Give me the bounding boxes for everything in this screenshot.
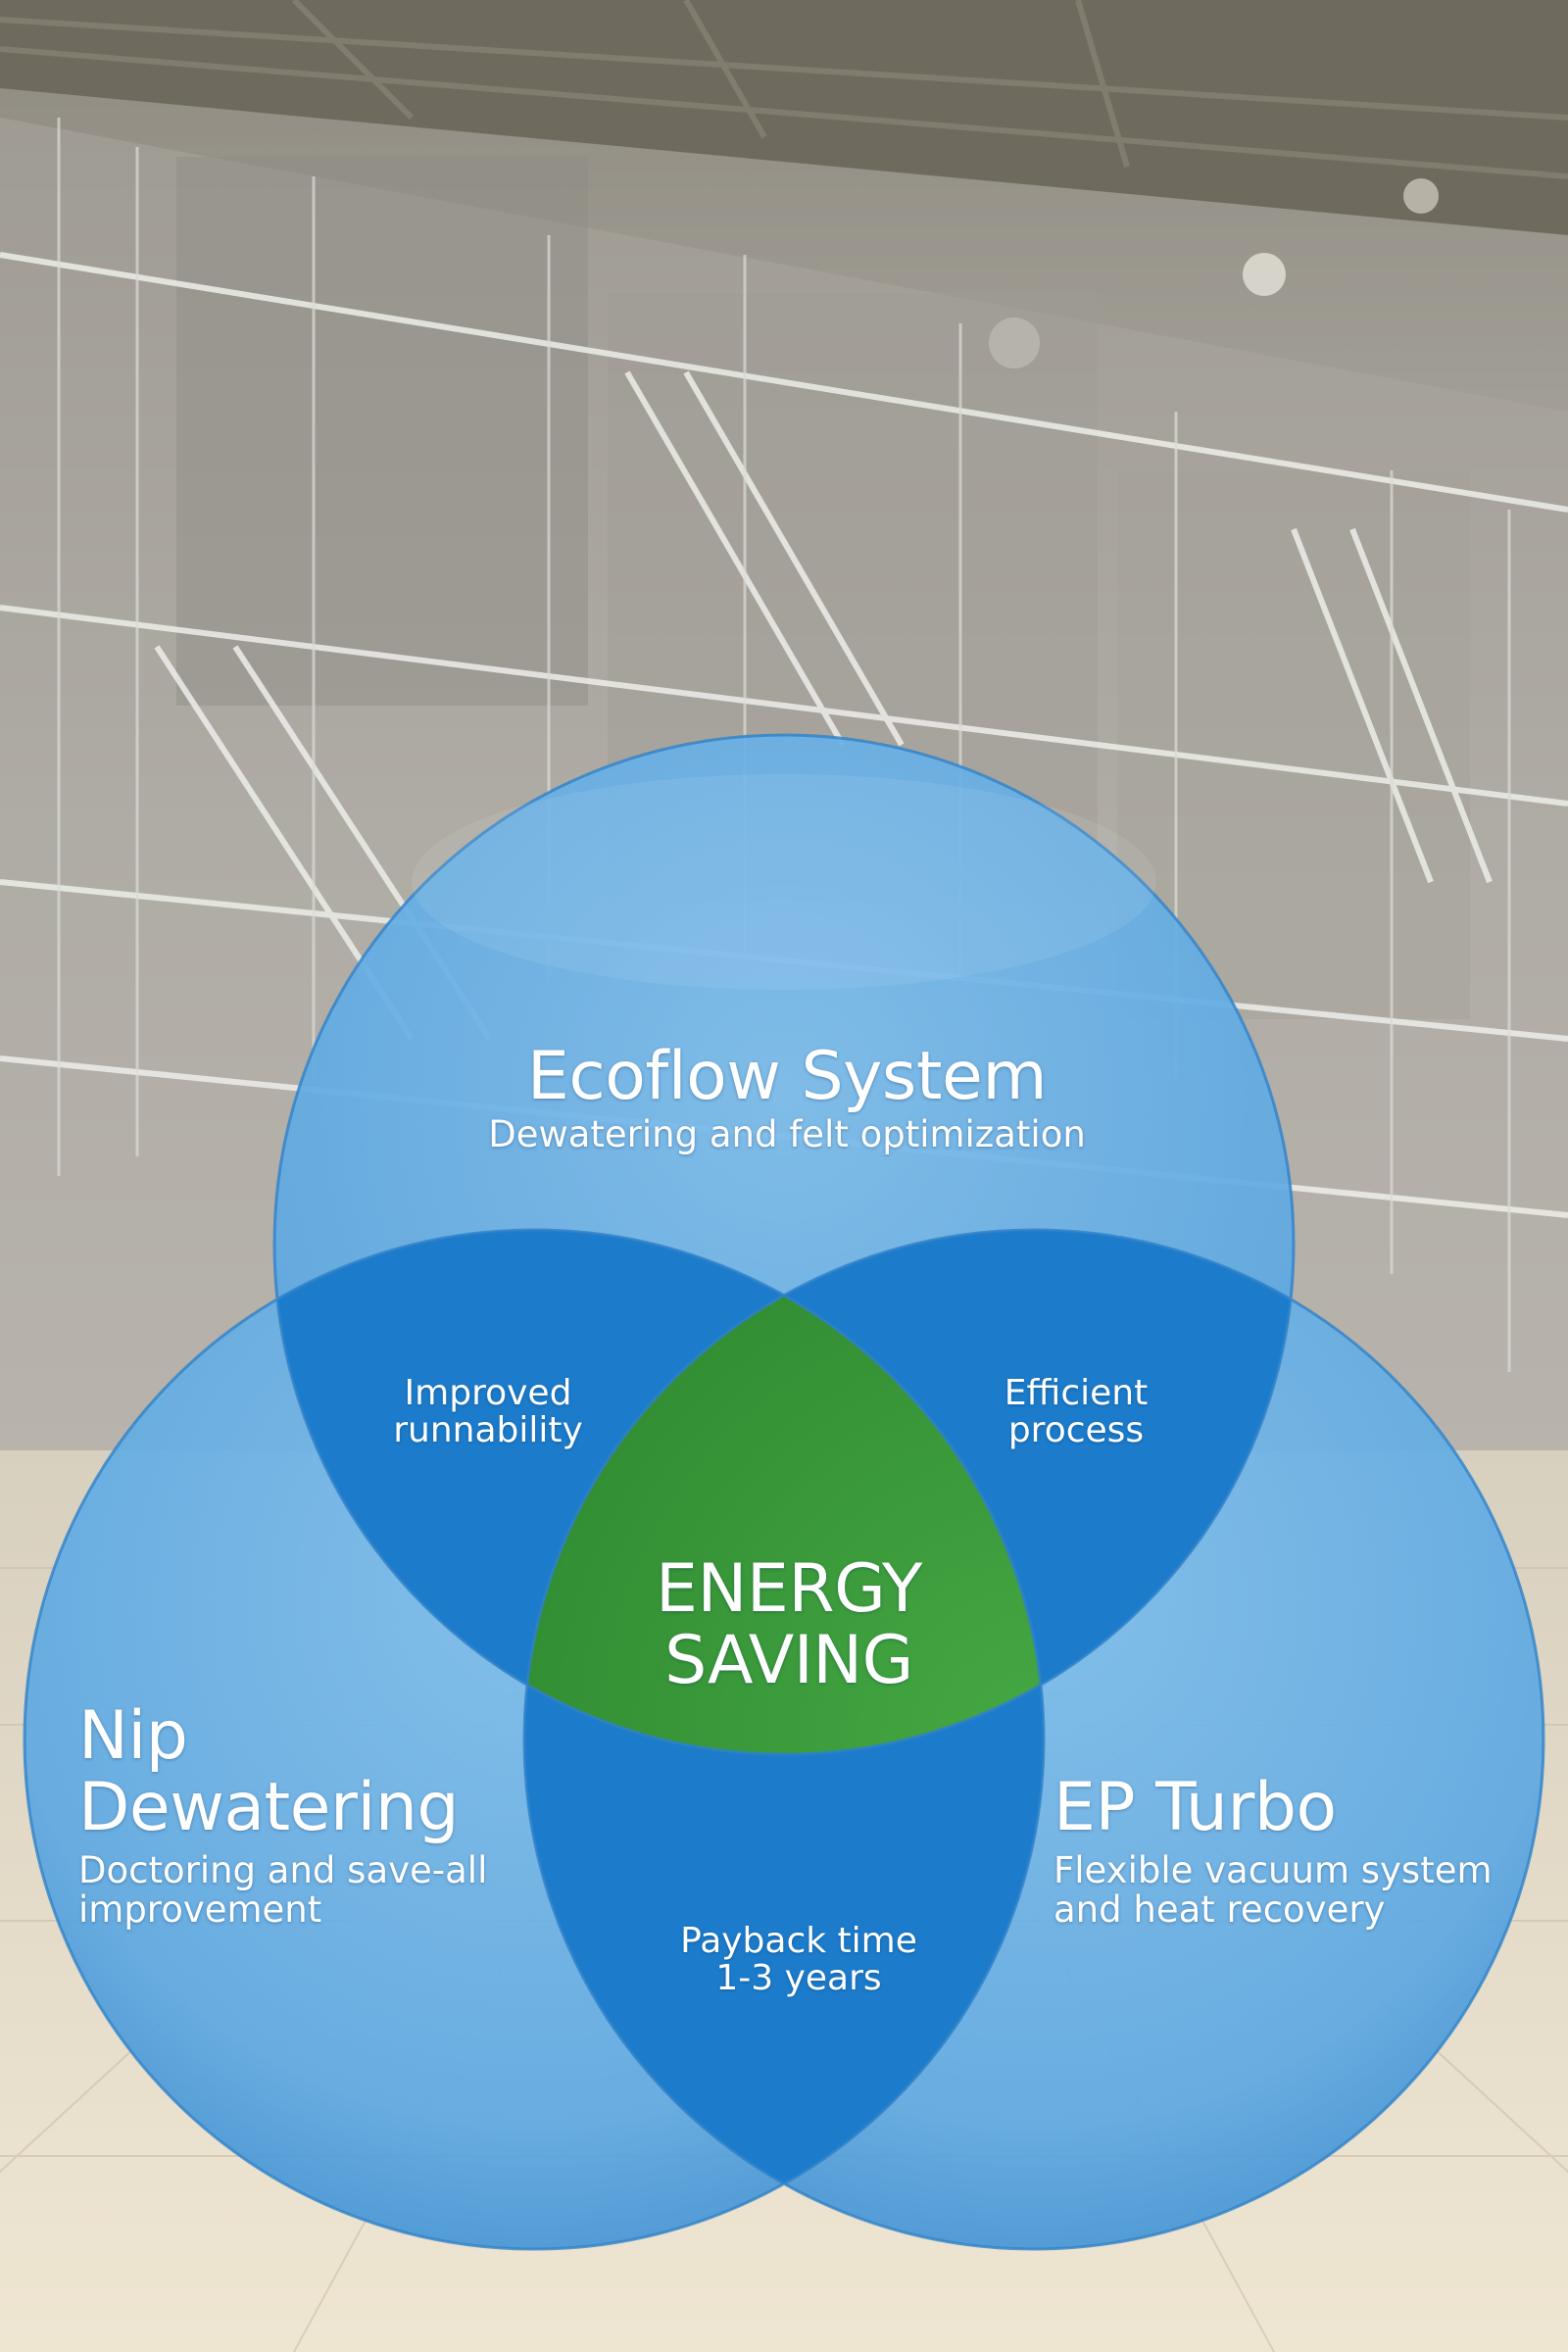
venn-diagram xyxy=(23,733,1545,2251)
overlap-label-payback-time: Payback time 1-3 years xyxy=(680,1921,917,1998)
overlap-label-efficient-process: Efficient process xyxy=(1004,1373,1149,1450)
ep-turbo-title: EP Turbo xyxy=(1054,1769,1337,1846)
ecoflow-title: Ecoflow System xyxy=(526,1038,1048,1115)
ep-turbo-subtitle: Flexible vacuum system and heat recovery xyxy=(1054,1849,1493,1931)
overlap-label-improved-runnability: Improved runnability xyxy=(393,1373,583,1450)
nip-dewatering-subtitle: Doctoring and save-all improvement xyxy=(78,1849,488,1931)
nip-dewatering-title: Nip Dewatering xyxy=(78,1697,460,1847)
ecoflow-subtitle: Dewatering and felt optimization xyxy=(488,1113,1086,1155)
energy-saving-label: ENERGY SAVING xyxy=(656,1550,922,1700)
